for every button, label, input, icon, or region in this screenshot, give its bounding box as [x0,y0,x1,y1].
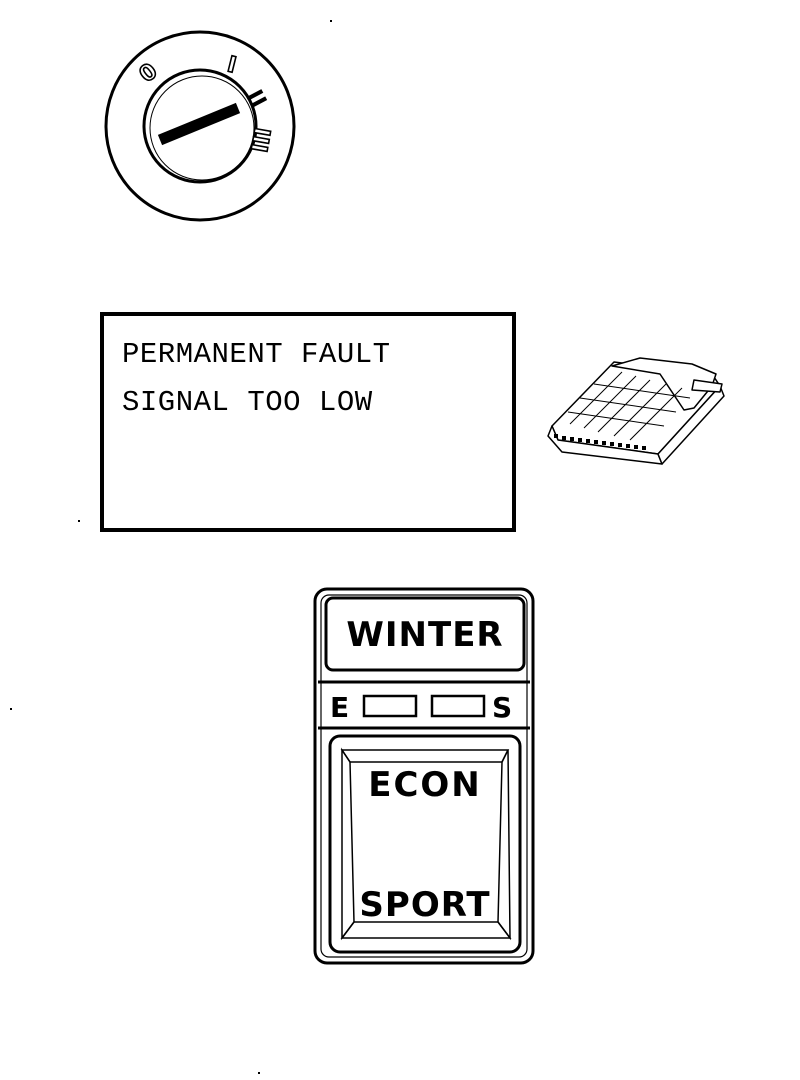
fault-message-line-2: SIGNAL TOO LOW [122,386,373,419]
indicator-econ-letter: E [330,691,349,724]
ignition-position-3: III [245,125,274,154]
ignition-switch: 0 I II III [104,30,296,222]
scan-speck [78,520,80,522]
mode-switch-panel: WINTER E S ECON SPORT [313,587,535,965]
sport-indicator-lamp [430,694,486,718]
fault-display: PERMANENT FAULT SIGNAL TOO LOW [100,312,516,532]
fault-message-line-1: PERMANENT FAULT [122,338,391,371]
scan-speck [330,20,332,22]
econ-indicator-lamp [362,694,418,718]
scan-speck [10,708,12,710]
econ-sport-rocker[interactable]: ECON SPORT [328,734,522,954]
sport-label: SPORT [359,885,490,925]
ignition-inner-shadow [149,75,255,181]
diagnostic-connector-icon [547,357,725,465]
econ-label: ECON [368,765,482,805]
winter-label: WINTER [346,615,503,655]
winter-button[interactable]: WINTER [324,596,526,672]
scan-speck [258,1072,260,1074]
key-slot [157,102,241,146]
indicator-sport-letter: S [492,691,512,724]
